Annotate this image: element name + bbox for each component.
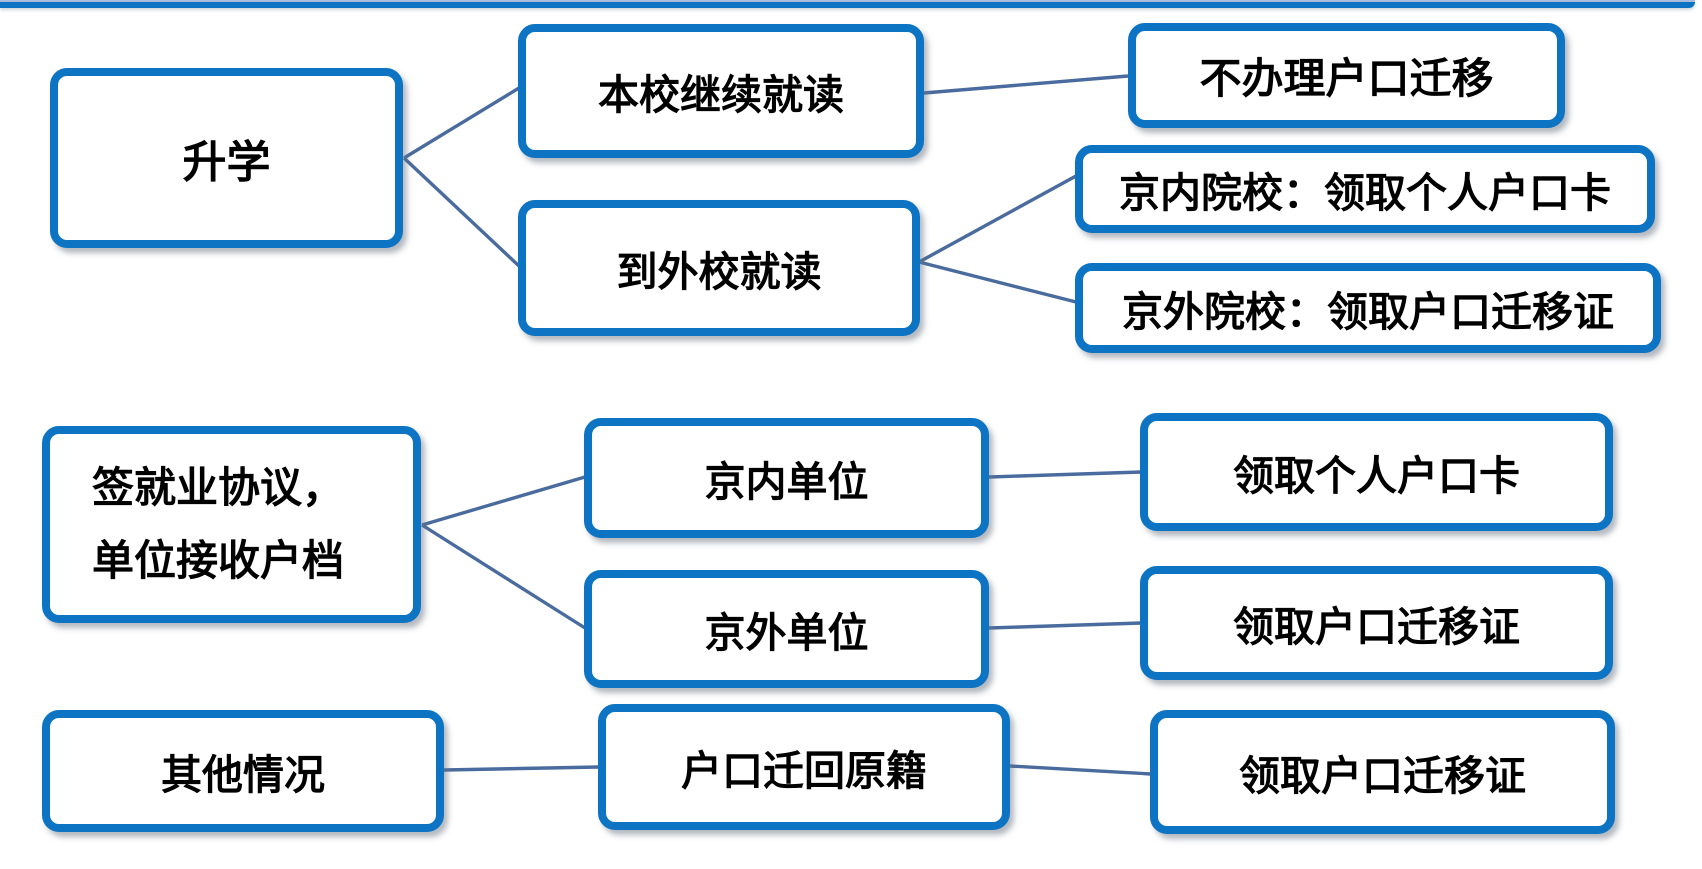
connector-shengxue-waixiao	[402, 156, 521, 268]
connector-jwdw-lqqyz2	[988, 621, 1142, 630]
node-label: 升学	[182, 138, 271, 187]
top-border-strip	[0, 0, 1695, 8]
connector-shengxue-benxiao	[403, 86, 520, 160]
node-hukou-qianhui-yuanji: 户口迁回原籍	[598, 704, 1010, 830]
node-label-line1: 签就业协议，	[92, 464, 345, 512]
node-label: 户口迁回原籍	[681, 748, 927, 794]
connector-waixiao-jwyx	[918, 260, 1077, 304]
node-label: 领取户口迁移证	[1233, 604, 1520, 650]
node-label-line2: 单位接收户档	[92, 536, 345, 584]
node-label: 京外单位	[704, 610, 869, 656]
node-label: 不办理户口迁移	[1199, 55, 1494, 102]
connector-qianhui-lqqyz3	[1009, 764, 1152, 776]
node-lingqu-hukou-qianyi-zheng-2: 领取户口迁移证	[1150, 710, 1615, 834]
node-jingnei-yuanxiao: 京内院校：领取个人户口卡	[1075, 145, 1655, 233]
node-jingwai-yuanxiao: 京外院校：领取户口迁移证	[1075, 263, 1661, 353]
connector-jndw-lqgrk	[988, 470, 1142, 479]
connector-qianxieyi-jndw	[421, 475, 586, 527]
node-label: 京内院校：领取个人户口卡	[1119, 170, 1611, 216]
node-shengxue: 升学	[50, 68, 403, 248]
node-label: 京外院校：领取户口迁移证	[1122, 289, 1614, 335]
node-qian-jiuye-xieyi: 签就业协议， 单位接收户档	[42, 426, 421, 623]
node-dao-waixiao-jiudu: 到外校就读	[518, 200, 920, 336]
node-buban-hukou-qianyi: 不办理户口迁移	[1128, 23, 1565, 128]
node-label: 其他情况	[161, 752, 325, 798]
node-label: 领取户口迁移证	[1239, 753, 1526, 799]
connector-waixiao-jnyx	[918, 174, 1077, 264]
node-benxiao-jixu-jiudu: 本校继续就读	[518, 24, 924, 158]
node-label: 到外校就读	[616, 249, 822, 295]
connector-qita-qianhui	[443, 765, 600, 772]
node-lingqu-hukou-qianyi-zheng: 领取户口迁移证	[1140, 566, 1613, 680]
node-lingqu-geren-hukou-ka: 领取个人户口卡	[1140, 413, 1613, 531]
connector-qianxieyi-jwdw	[421, 523, 586, 630]
connector-benxiao-buban	[923, 74, 1129, 95]
node-label: 本校继续就读	[598, 72, 844, 118]
node-jingwai-danwei: 京外单位	[584, 570, 989, 688]
node-qita-qingkuang: 其他情况	[42, 710, 444, 832]
node-label: 京内单位	[704, 459, 869, 505]
node-jingnei-danwei: 京内单位	[584, 418, 989, 538]
node-label: 领取个人户口卡	[1233, 453, 1520, 499]
